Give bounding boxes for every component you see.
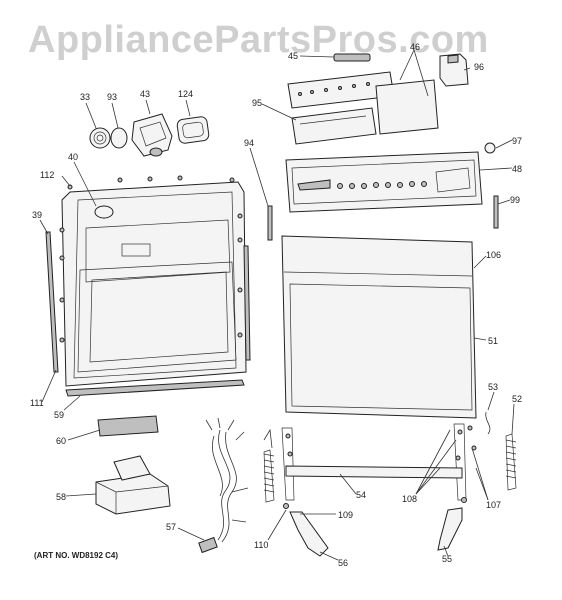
callout-45: 45	[288, 51, 298, 61]
door-side-gaskets	[45, 231, 251, 373]
side-trim-94	[267, 205, 273, 241]
control-panel-bracket-95	[291, 107, 377, 145]
callout-48: 48	[512, 164, 522, 174]
callout-107: 107	[486, 500, 501, 510]
callout-52: 52	[512, 394, 522, 404]
callout-109: 109	[338, 510, 353, 520]
callout-33: 33	[80, 92, 90, 102]
wire-harness	[198, 417, 249, 554]
callout-55: 55	[442, 554, 452, 564]
callout-112: 112	[40, 170, 54, 180]
callout-43: 43	[140, 89, 150, 99]
callout-57: 57	[166, 522, 176, 532]
door-hinge-springs	[263, 411, 517, 557]
callout-108: 108	[402, 494, 417, 504]
callout-54: 54	[356, 490, 366, 500]
bottom-seal-strip	[65, 379, 245, 397]
control-panel-48	[285, 151, 483, 213]
module-96	[439, 53, 469, 87]
callout-95: 95	[252, 98, 262, 108]
callout-labels: 33 93 43 124 40 112 39 111 59 60 58 57 4…	[30, 42, 522, 568]
callout-94: 94	[244, 138, 254, 148]
callout-111: 111	[30, 398, 44, 408]
callout-40: 40	[68, 152, 78, 162]
callout-97: 97	[512, 136, 522, 146]
callout-124: 124	[178, 89, 193, 99]
callout-60: 60	[56, 436, 66, 446]
callout-53: 53	[488, 382, 498, 392]
art-number: (ART NO. WD8192 C4)	[34, 551, 118, 560]
callout-106: 106	[486, 250, 501, 260]
callout-59: 59	[54, 410, 64, 420]
callout-96: 96	[474, 62, 484, 72]
inner-door-panel	[59, 175, 247, 387]
callout-46: 46	[410, 42, 420, 52]
control-circuit-boards-46	[287, 71, 439, 135]
control-board-45	[333, 53, 371, 62]
outer-door-panel	[281, 235, 477, 419]
watermark-text: AppliancePartsPros.com	[28, 19, 489, 61]
callout-51: 51	[488, 336, 498, 346]
door-panel-plate	[97, 415, 159, 437]
knob-97	[484, 142, 496, 154]
leader-lines	[39, 49, 515, 561]
side-trim-99	[493, 195, 499, 229]
detergent-dispenser-box	[95, 455, 171, 515]
vent-assembly-parts	[89, 113, 210, 157]
callout-39: 39	[32, 210, 42, 220]
callout-93: 93	[107, 92, 117, 102]
callout-58: 58	[56, 492, 66, 502]
callout-99: 99	[510, 195, 520, 205]
callout-110: 110	[254, 540, 268, 550]
callout-56: 56	[338, 558, 348, 568]
